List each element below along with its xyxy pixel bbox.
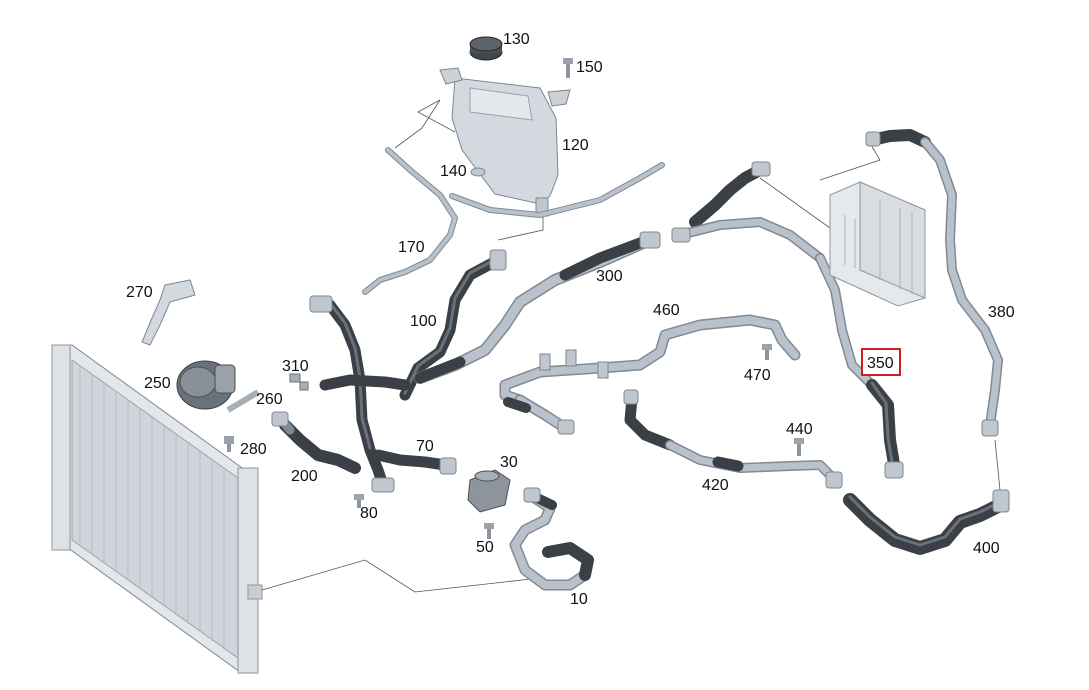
label-140: 140 [440, 163, 467, 180]
label-470: 470 [744, 367, 771, 384]
bolt-80 [354, 494, 364, 508]
label-30: 30 [500, 454, 518, 471]
hose-70 [309, 295, 457, 493]
label-420: 420 [702, 477, 729, 494]
label-200: 200 [291, 468, 318, 485]
label-310: 310 [282, 358, 309, 375]
clip-310 [289, 373, 309, 391]
leader-lines [261, 99, 1001, 593]
label-50: 50 [476, 539, 494, 556]
clamp-260 [226, 389, 260, 413]
label-130: 130 [503, 31, 530, 48]
label-440: 440 [786, 421, 813, 438]
hose-10 [509, 487, 594, 591]
hose-200 [271, 411, 361, 474]
bolt-50 [484, 523, 494, 539]
bolt-280 [224, 436, 234, 452]
bracket-270 [141, 279, 196, 346]
label-250: 250 [144, 375, 171, 392]
hose-100 [399, 249, 507, 401]
label-80: 80 [360, 505, 378, 522]
label-120: 120 [562, 137, 589, 154]
label-300: 300 [596, 268, 623, 285]
part-labels: 130 150 120 140 170 270 300 100 460 380 … [126, 31, 1015, 608]
clip-140 [470, 167, 486, 177]
screw-150 [563, 58, 573, 78]
screw-440 [794, 438, 804, 456]
label-260: 260 [256, 391, 283, 408]
screw-470 [762, 344, 772, 360]
label-170: 170 [398, 239, 425, 256]
label-280: 280 [240, 441, 267, 458]
hose-460 [499, 314, 801, 435]
label-70: 70 [416, 438, 434, 455]
control-unit [829, 181, 926, 307]
hose-400 [843, 489, 1010, 555]
label-350: 350 [867, 355, 894, 372]
hose-350 [815, 253, 904, 479]
label-270: 270 [126, 284, 153, 301]
vent-lines [362, 147, 665, 295]
hose-upper-connector [671, 161, 825, 263]
expansion-tank [439, 67, 571, 217]
label-10: 10 [570, 591, 588, 608]
hose-420 [623, 389, 843, 489]
label-380: 380 [988, 304, 1015, 321]
label-460: 460 [653, 302, 680, 319]
pump-250 [176, 360, 236, 410]
radiator [51, 344, 263, 674]
label-100: 100 [410, 313, 437, 330]
tank-cap [469, 36, 503, 61]
hose-380 [865, 129, 1003, 437]
highlight-box [861, 348, 901, 376]
hose-300 [414, 231, 661, 384]
highlight-350: 350 [861, 348, 901, 376]
label-400: 400 [973, 540, 1000, 557]
valve-30 [467, 469, 511, 513]
label-150: 150 [576, 59, 603, 76]
